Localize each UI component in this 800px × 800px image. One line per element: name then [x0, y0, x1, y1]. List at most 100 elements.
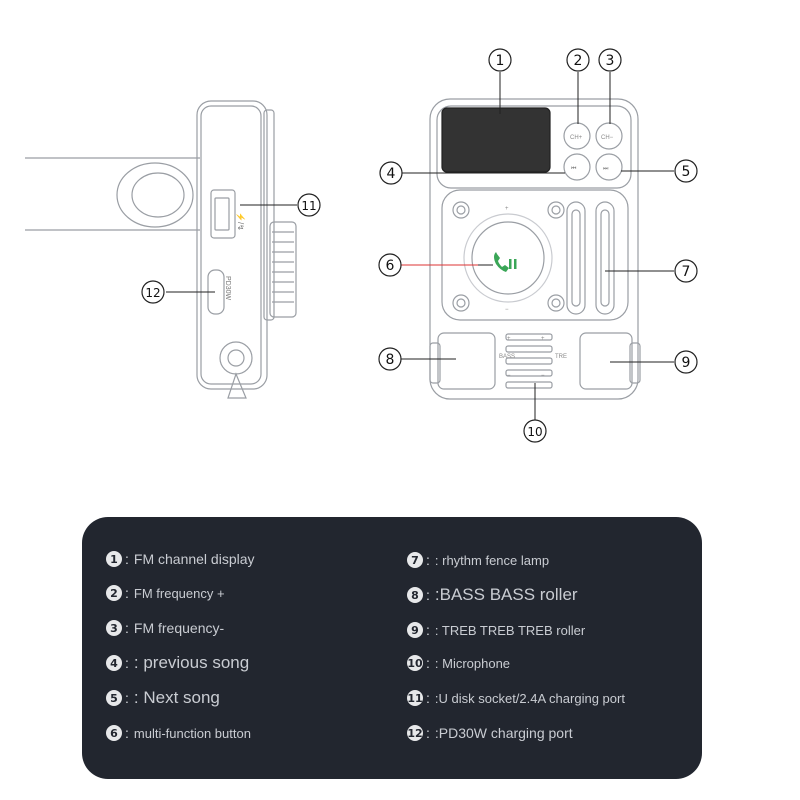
- next-icon: ⏭: [603, 166, 609, 172]
- callout-8: [378, 347, 402, 371]
- ch-minus-label: CH−: [601, 135, 614, 141]
- legend-separator: :: [426, 587, 430, 603]
- microphone: [505, 369, 553, 377]
- legend-text: :U disk socket/2.4A charging port: [434, 690, 625, 706]
- callout-7-number: 7: [682, 264, 691, 280]
- legend-separator: :: [426, 552, 430, 568]
- legend-item-1: 1 : FM channel display: [106, 551, 255, 567]
- pd30w-label: PD30W: [224, 276, 231, 301]
- callout-5: [674, 159, 698, 183]
- legend-text: : Next song: [133, 688, 220, 707]
- legend-text: multi-function button: [133, 725, 251, 741]
- legend-separator: :: [426, 690, 430, 706]
- volume-plus-label: +: [505, 206, 509, 212]
- side-view: ⚡/↯ PD30W: [25, 100, 297, 399]
- legend-number: 3: [106, 620, 122, 636]
- legend-number: 8: [407, 587, 423, 603]
- treb-roller: [579, 332, 633, 390]
- front-view: [429, 98, 641, 400]
- legend-separator: :: [125, 585, 129, 601]
- legend-item-5: 5 : : Next song: [106, 688, 220, 708]
- volume-minus-label: −: [505, 307, 509, 313]
- ch-minus-button: [595, 122, 623, 150]
- legend-text: : TREB TREB TREB roller: [434, 622, 586, 638]
- phone-play-icon: [494, 252, 517, 272]
- legend-separator: :: [125, 655, 129, 671]
- callout-5-number: 5: [682, 164, 691, 180]
- legend-text: : previous song: [133, 653, 250, 672]
- legend-item-4: 4 : : previous song: [106, 653, 249, 673]
- legend-number: 2: [106, 585, 122, 601]
- legend-number: 9: [407, 622, 423, 638]
- callout-12: [141, 280, 165, 304]
- legend-item-6: 6 : multi-function button: [106, 725, 251, 741]
- callout-4: [379, 161, 403, 185]
- legend-separator: :: [125, 551, 129, 567]
- usb-socket: [210, 189, 236, 239]
- treb-minus-label: −: [541, 373, 545, 379]
- callout-11-number: 11: [301, 199, 316, 213]
- callout-10: [523, 419, 547, 443]
- callout-3: [598, 48, 622, 72]
- legend-text: : Microphone: [434, 655, 511, 671]
- legend-item-10: 10 : : Microphone: [407, 655, 510, 671]
- callout-11: [297, 193, 321, 217]
- product-diagram: ⚡/↯ PD30W: [25, 48, 698, 443]
- ch-plus-label: CH+: [570, 135, 583, 141]
- legend-text: :PD30W charging port: [434, 725, 573, 741]
- bass-minus-label: −: [507, 373, 511, 379]
- ch-plus-button: [563, 122, 591, 150]
- legend-separator: :: [125, 690, 129, 706]
- legend-text: : rhythm fence lamp: [434, 552, 550, 568]
- callout-2-number: 2: [574, 53, 583, 69]
- bass-roller: [437, 332, 496, 390]
- legend-number: 1: [106, 551, 122, 567]
- callout-8-number: 8: [386, 352, 395, 368]
- legend-item-2: 2 : FM frequency +: [106, 585, 225, 601]
- legend-number: 5: [106, 690, 122, 706]
- legend-separator: :: [426, 725, 430, 741]
- legend-text: FM frequency +: [133, 585, 225, 601]
- legend-item-11: 11 : :U disk socket/2.4A charging port: [407, 690, 625, 706]
- legend-text: :BASS BASS roller: [434, 585, 578, 604]
- legend-separator: :: [426, 622, 430, 638]
- callout-7: [674, 259, 698, 283]
- callout-6-number: 6: [386, 258, 395, 274]
- callout-9: [674, 350, 698, 374]
- bass-plus-label: +: [507, 336, 511, 342]
- callout-12-number: 12: [145, 286, 160, 300]
- legend-separator: :: [125, 620, 129, 636]
- legend-item-8: 8 : :BASS BASS roller: [407, 585, 578, 605]
- treb-plus-label: +: [541, 336, 545, 342]
- legend-item-12: 12 : :PD30W charging port: [407, 725, 573, 741]
- prev-icon: ⏮: [571, 166, 577, 172]
- callout-3-number: 3: [606, 53, 615, 69]
- fm-display: [441, 107, 551, 173]
- legend-separator: :: [426, 655, 430, 671]
- multi-function-button: [471, 221, 545, 295]
- rhythm-lamp-left: [566, 201, 586, 315]
- callout-1-number: 1: [496, 53, 505, 69]
- rhythm-lamp-right: [595, 201, 615, 315]
- callout-4-number: 4: [387, 166, 396, 182]
- legend-number: 11: [407, 690, 423, 706]
- next-button: [595, 153, 623, 181]
- legend-item-3: 3 : FM frequency-: [106, 620, 224, 636]
- legend-number: 10: [407, 655, 423, 671]
- legend-item-9: 9 : : TREB TREB TREB roller: [407, 622, 585, 638]
- legend-text: FM channel display: [133, 551, 255, 567]
- callout-9-number: 9: [682, 355, 691, 371]
- bass-label: BASS: [499, 354, 515, 360]
- side-roller: [269, 221, 297, 318]
- legend-text: FM frequency-: [133, 620, 225, 636]
- treb-label: TRE: [555, 354, 567, 360]
- legend-separator: :: [125, 725, 129, 741]
- legend-number: 4: [106, 655, 122, 671]
- legend-panel: 1 : FM channel display 2 : FM frequency …: [82, 517, 702, 779]
- legend-number: 12: [407, 725, 423, 741]
- callout-10-number: 10: [527, 425, 542, 439]
- legend-number: 7: [407, 552, 423, 568]
- callout-1: [488, 48, 512, 72]
- callout-2: [566, 48, 590, 72]
- prev-button: [563, 153, 591, 181]
